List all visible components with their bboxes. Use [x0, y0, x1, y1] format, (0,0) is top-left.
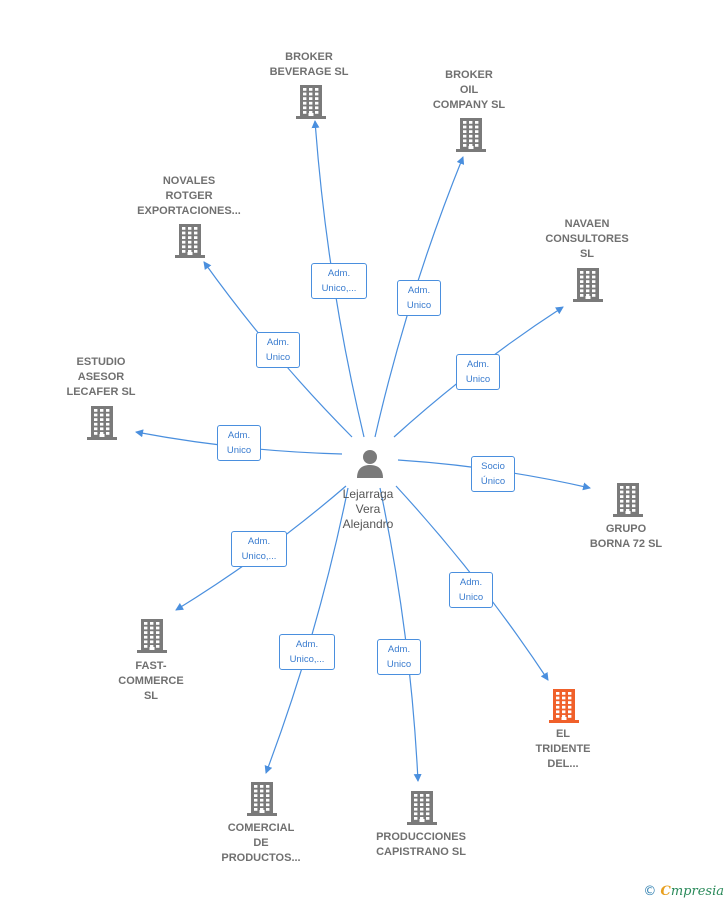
- company-name-navaen[interactable]: NAVAEN CONSULTORES SL: [545, 218, 629, 260]
- building-icon[interactable]: [571, 266, 605, 307]
- company-name-producciones[interactable]: PRODUCCIONES CAPISTRANO SL: [376, 831, 466, 858]
- relation-label-producciones[interactable]: Adm. Unico: [377, 639, 421, 675]
- building-icon[interactable]: [135, 617, 169, 658]
- relation-label-grupo-borna[interactable]: Socio Único: [471, 456, 515, 492]
- company-name-novales[interactable]: NOVALES ROTGER EXPORTACIONES...: [137, 175, 241, 217]
- relation-label-fast-commerce[interactable]: Adm. Unico,...: [231, 531, 287, 567]
- building-icon[interactable]: [245, 780, 279, 821]
- building-icon[interactable]: [294, 83, 328, 124]
- building-icon[interactable]: [173, 222, 207, 263]
- building-icon[interactable]: [405, 789, 439, 830]
- building-icon[interactable]: [454, 116, 488, 157]
- company-name-comercial[interactable]: COMERCIAL DE PRODUCTOS...: [221, 822, 301, 864]
- company-name-broker-beverage[interactable]: BROKER BEVERAGE SL: [269, 51, 349, 78]
- relation-label-novales[interactable]: Adm. Unico: [256, 332, 300, 368]
- edge-comercial: [264, 487, 349, 774]
- edge-producciones: [379, 487, 422, 782]
- relation-label-estudio[interactable]: Adm. Unico: [217, 425, 261, 461]
- relation-label-el-tridente[interactable]: Adm. Unico: [449, 572, 493, 608]
- company-name-fast-commerce[interactable]: FAST- COMMERCE SL: [118, 660, 184, 702]
- company-name-grupo-borna[interactable]: GRUPO BORNA 72 SL: [589, 523, 663, 550]
- brand-logo: © Cmpresia: [643, 884, 724, 899]
- building-icon[interactable]: [85, 404, 119, 445]
- relation-label-broker-oil[interactable]: Adm. Unico: [397, 280, 441, 316]
- building-icon[interactable]: [611, 481, 645, 522]
- relation-label-comercial[interactable]: Adm. Unico,...: [279, 634, 335, 670]
- company-name-broker-oil[interactable]: BROKER OIL COMPANY SL: [432, 69, 506, 111]
- company-name-estudio[interactable]: ESTUDIO ASESOR LECAFER SL: [66, 356, 136, 398]
- company-name-el-tridente[interactable]: EL TRIDENTE DEL...: [535, 728, 591, 770]
- relation-label-navaen[interactable]: Adm. Unico: [456, 354, 500, 390]
- person-name[interactable]: Lejarraga Vera Alejandro: [342, 487, 394, 531]
- relation-label-broker-beverage[interactable]: Adm. Unico,...: [311, 263, 367, 299]
- person-icon[interactable]: [355, 448, 385, 483]
- building-icon[interactable]: [547, 687, 581, 728]
